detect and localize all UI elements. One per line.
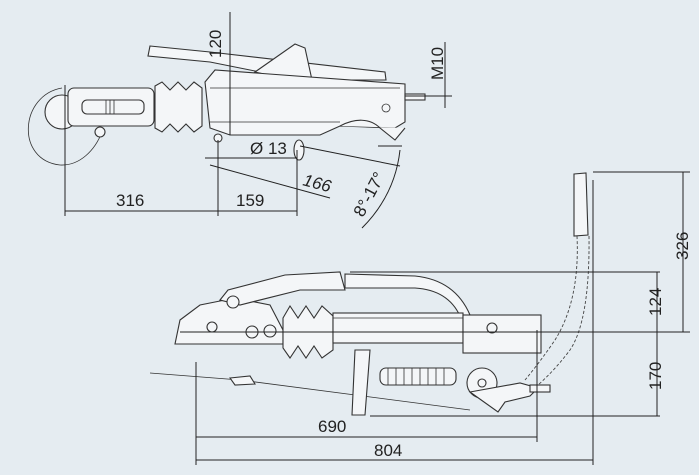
breakaway-cable <box>27 87 103 166</box>
lever-bar <box>344 273 471 317</box>
hole-slot <box>293 139 305 161</box>
lever-pivot <box>226 295 240 309</box>
dim-166: 166 <box>301 171 334 197</box>
lower-bracket <box>339 119 406 141</box>
dim-m10: M10 <box>428 47 447 80</box>
dim-326: 326 <box>673 232 692 260</box>
brake-linkage <box>468 382 540 413</box>
dim-316: 316 <box>116 191 144 210</box>
mounting-bolt <box>486 322 498 334</box>
side-view: 326 124 170 690 804 <box>149 171 692 465</box>
damper-spring <box>379 367 457 386</box>
handbrake-lever-side <box>219 271 346 306</box>
dim-hole-diameter: Ø 13 <box>250 139 287 158</box>
handbrake-lever-raised <box>573 172 589 237</box>
dim-804: 804 <box>374 441 402 460</box>
mounting-box <box>462 314 542 354</box>
dim-angle: 8°-17° <box>350 169 389 220</box>
lower-bracket-side <box>351 349 371 416</box>
chassis-tube <box>204 69 406 136</box>
bolt-m10 <box>404 93 426 101</box>
top-view: 120 M10 Ø 13 166 8°-17° 316 159 <box>27 12 452 229</box>
dim-159: 159 <box>236 191 264 210</box>
chassis-side <box>332 312 464 344</box>
dim-120: 120 <box>206 30 225 58</box>
cable-eyelet <box>94 126 106 138</box>
dim-690: 690 <box>318 417 346 436</box>
dim-170: 170 <box>646 362 665 390</box>
nut-icon <box>381 103 391 113</box>
bellows <box>154 81 203 133</box>
dim-124: 124 <box>646 288 665 316</box>
coupling-handle-grip <box>81 99 145 115</box>
